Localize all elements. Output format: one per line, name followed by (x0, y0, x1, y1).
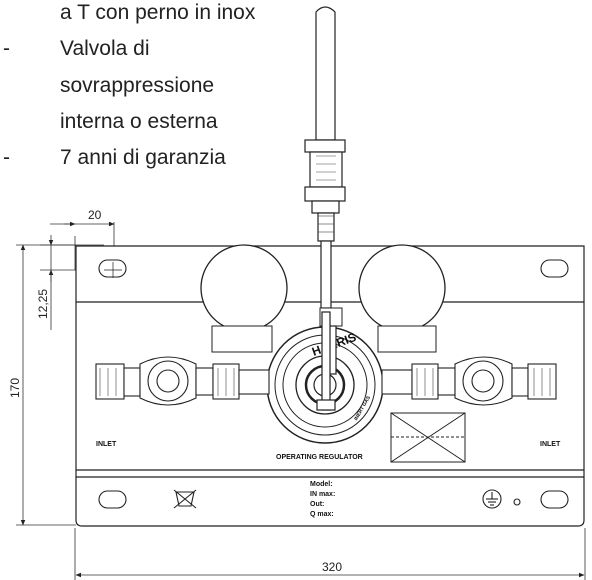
ground-symbol-icon (482, 489, 521, 509)
mounting-slots (98, 259, 569, 509)
feature-warranty: 7 anni di garanzia (60, 146, 226, 169)
operating-regulator-label: OPERATING REGULATOR (276, 454, 363, 461)
pressure-gauges (200, 244, 446, 332)
regulator-lever (316, 311, 336, 411)
inlet-left-label: INLET (96, 441, 117, 448)
pipe-hatching (316, 155, 336, 233)
hole-crosshair (104, 262, 122, 278)
bullet-dash-2: - (3, 37, 10, 60)
right-inlet-valve (381, 356, 557, 406)
feature-valve-line-3: interna o esterna (60, 110, 218, 133)
dim-20-label: 20 (88, 208, 102, 222)
model-label: Model: (310, 481, 333, 488)
outlet-pipe (304, 6, 346, 375)
dim-12-25-label: 12,25 (36, 289, 50, 319)
left-inlet-valve (95, 356, 270, 406)
dim-170-label: 170 (8, 378, 22, 398)
out-label: Out: (310, 501, 324, 508)
q-max-label: Q max: (310, 511, 334, 518)
in-max-label: IN max: (310, 491, 335, 498)
dim-320-label: 320 (322, 560, 342, 574)
feature-valve-line-2: sovrappressione (60, 74, 215, 97)
crossed-bin-icon (173, 489, 197, 509)
inlet-right-label: INLET (540, 441, 561, 448)
left-valve-hatching (99, 368, 235, 396)
feature-line-1: a T con perno in inox (60, 1, 256, 24)
bullet-dash-3: - (3, 146, 10, 169)
dimension-lines (16, 221, 586, 580)
feature-valve-line-1: Valvola di (60, 37, 150, 60)
relief-valve-box (390, 412, 466, 463)
right-valve-hatching (416, 368, 551, 396)
